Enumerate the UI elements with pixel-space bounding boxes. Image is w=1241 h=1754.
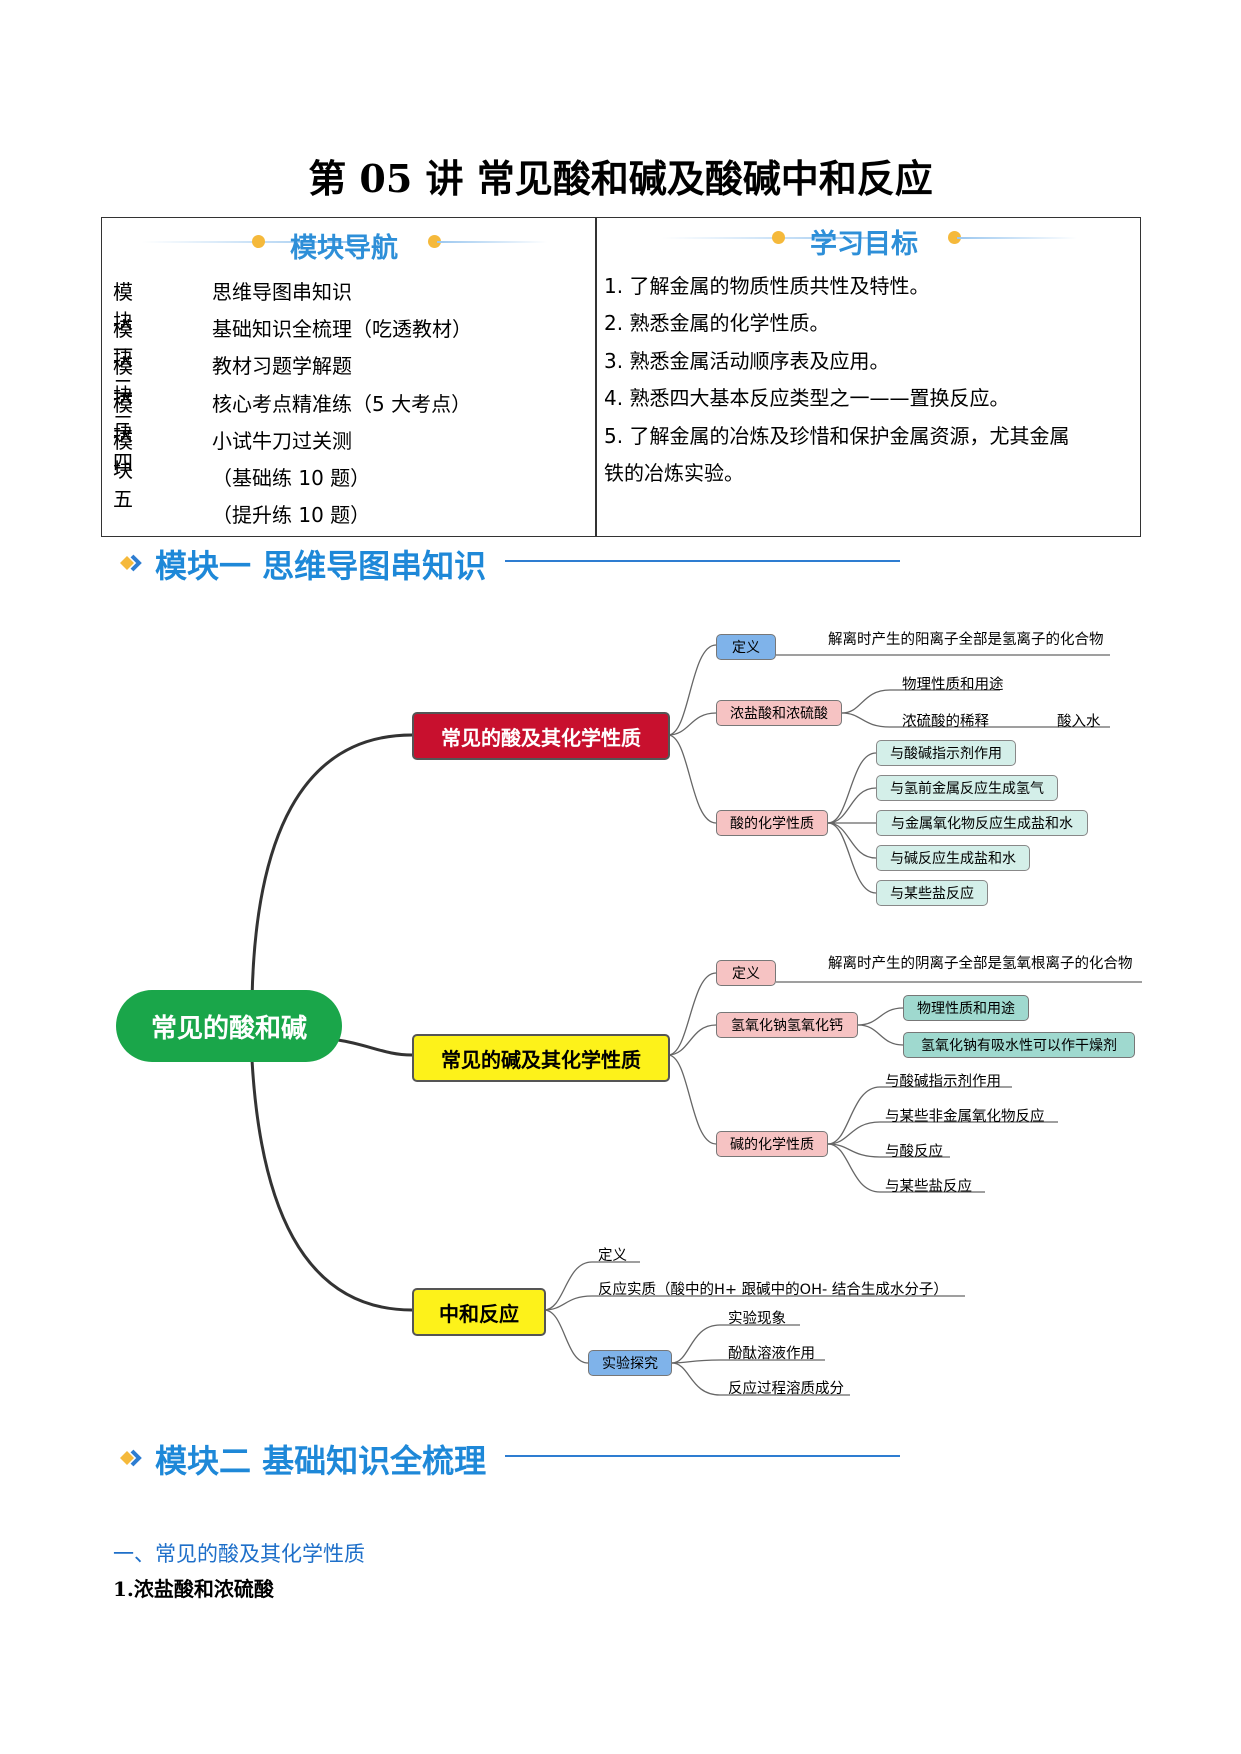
nav-extra-2: （提升练 10 题） (212, 503, 371, 527)
acid-chem-item-2[interactable]: 与氢前金属反应生成氢气 (876, 775, 1058, 801)
subsection-subheading: 1.浓盐酸和浓硫酸 (113, 1577, 274, 1601)
experiment-item-3: 反应过程溶质成分 (728, 1381, 844, 1397)
base-chem-item-2: 与某些非金属氧化物反应 (885, 1109, 1045, 1125)
section-arrow-icon (120, 1449, 142, 1467)
goals-header: 学习目标 (810, 229, 918, 260)
base-chem-item-3: 与酸反应 (885, 1144, 943, 1160)
acid-chem-item-1[interactable]: 与酸碱指示剂作用 (876, 740, 1016, 766)
goal-item-4: 4. 熟悉四大基本反应类型之一——置换反应。 (604, 386, 1010, 410)
goals-header-dot-right (948, 231, 961, 244)
nav-header-line-right (437, 241, 547, 243)
naoh-item-2[interactable]: 氢氧化钠有吸水性可以作干燥剂 (903, 1032, 1135, 1058)
base-branch-node[interactable]: 常见的碱及其化学性质 (412, 1034, 670, 1082)
nav-item-value: 小试牛刀过关测 (212, 429, 352, 453)
experiment-node[interactable]: 实验探究 (588, 1350, 672, 1376)
nav-item-key: 模块二 (113, 317, 133, 399)
goal-item-3: 3. 熟悉金属活动顺序表及应用。 (604, 349, 890, 373)
nav-item-value: 基础知识全梳理（吃透教材） (212, 317, 472, 341)
base-definition-node[interactable]: 定义 (716, 960, 776, 986)
section-1-title: 模块一 思维导图串知识 (155, 547, 487, 585)
acid-definition-node[interactable]: 定义 (716, 634, 776, 660)
section-1-line (505, 560, 900, 562)
neutral-branch-node[interactable]: 中和反应 (412, 1288, 546, 1336)
goal-item-1: 1. 了解金属的物质性质共性及特性。 (604, 274, 930, 298)
neutral-item-1: 定义 (598, 1248, 627, 1264)
base-chem-item-4: 与某些盐反应 (885, 1179, 972, 1195)
nav-header-dot-right (428, 235, 441, 248)
section-2-line (505, 1455, 900, 1457)
goal-item-2: 2. 熟悉金属的化学性质。 (604, 311, 830, 335)
nav-item-value: 思维导图串知识 (212, 280, 352, 304)
nav-extra-1: （基础练 10 题） (212, 466, 371, 490)
box-divider (595, 218, 597, 536)
neutral-item-2: 反应实质（酸中的H+ 跟碱中的OH- 结合生成水分子） (598, 1282, 948, 1298)
conc-acid-item-1: 物理性质和用途 (902, 677, 1004, 693)
base-definition-text: 解离时产生的阴离子全部是氢氧根离子的化合物 (828, 956, 1133, 972)
nav-header-dot-left (252, 235, 265, 248)
base-chem-node[interactable]: 碱的化学性质 (716, 1131, 828, 1157)
nav-item-key: 模块三 (113, 354, 133, 436)
naoh-item-1[interactable]: 物理性质和用途 (903, 995, 1029, 1021)
acid-branch-node[interactable]: 常见的酸及其化学性质 (412, 712, 670, 760)
section-arrow-icon (120, 554, 142, 572)
subsection-heading: 一、常见的酸及其化学性质 (113, 1542, 365, 1566)
module-overview-box: 模块导航 学习目标 (101, 217, 1141, 537)
mindmap-root-node[interactable]: 常见的酸和碱 (116, 990, 342, 1062)
acid-chem-item-3[interactable]: 与金属氧化物反应生成盐和水 (876, 810, 1088, 836)
goal-item-5: 5. 了解金属的冶炼及珍惜和保护金属资源，尤其金属 (604, 424, 1070, 448)
nav-item-key: 模块五 (113, 429, 133, 511)
nav-item-value: 教材习题学解题 (212, 354, 352, 378)
nav-header-line-left (142, 241, 352, 243)
nav-header: 模块导航 (290, 233, 398, 264)
conc-acid-item-2: 浓硫酸的稀释 (902, 714, 989, 730)
acid-chem-item-4[interactable]: 与碱反应生成盐和水 (876, 845, 1030, 871)
nav-item-value: 核心考点精准练（5 大考点） (212, 392, 472, 416)
naoh-node[interactable]: 氢氧化钠氢氧化钙 (716, 1012, 858, 1038)
experiment-item-2: 酚酞溶液作用 (728, 1346, 815, 1362)
nav-item-key: 模块四 (113, 392, 133, 474)
experiment-item-1: 实验现象 (728, 1311, 786, 1327)
nav-item-key: 模块一 (113, 280, 133, 362)
conc-acid-item-3: 酸入水 (1057, 714, 1101, 730)
conc-acid-node[interactable]: 浓盐酸和浓硫酸 (716, 700, 842, 726)
goal-item-6: 铁的冶炼实验。 (604, 461, 744, 485)
base-chem-item-1: 与酸碱指示剂作用 (885, 1074, 1001, 1090)
acid-chem-item-5[interactable]: 与某些盐反应 (876, 880, 988, 906)
acid-chem-node[interactable]: 酸的化学性质 (716, 810, 828, 836)
goals-header-line-right (957, 237, 1077, 239)
acid-definition-text: 解离时产生的阳离子全部是氢离子的化合物 (828, 632, 1104, 648)
section-2-title: 模块二 基础知识全梳理 (155, 1442, 487, 1480)
page-title: 第 05 讲 常见酸和碱及酸碱中和反应 (308, 156, 933, 201)
goals-header-dot-left (772, 231, 785, 244)
